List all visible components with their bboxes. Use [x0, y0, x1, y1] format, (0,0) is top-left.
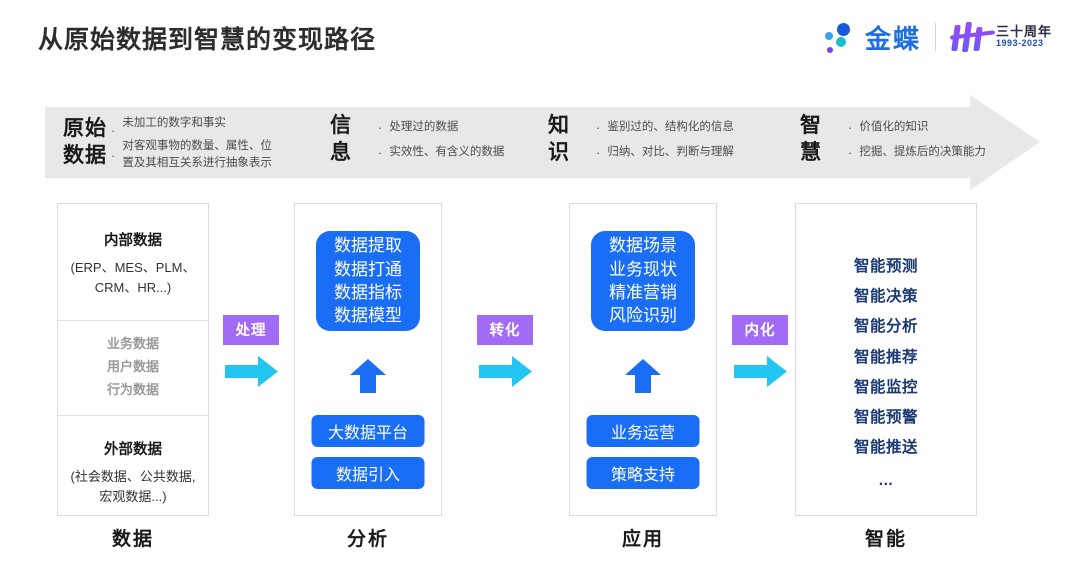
segment-bullet-text: 价值化的知识	[859, 121, 929, 134]
column-intelligence: 智能预测 智能决策 智能分析 智能推荐 智能监控 智能预警 智能推送 ...	[795, 203, 977, 516]
application-strategy-pill[interactable]: 策略支持	[586, 457, 700, 489]
internal-data-sub-line2: CRM、HR...)	[94, 280, 172, 296]
application-capability-box: 数据场景 业务现状 精准营销 风险识别	[591, 231, 695, 331]
connector-label: 处理	[223, 315, 279, 345]
data-type-list: 业务数据 用户数据 行为数据	[58, 320, 208, 416]
banner-segment-information: 信 息 · · 处理过的数据 实效性、有含义的数据	[330, 113, 504, 167]
segment-bullet-text: 对客观事物的数量、属性、位	[122, 140, 272, 152]
segment-title-line2: 息	[330, 140, 352, 164]
logo-divider	[934, 23, 936, 51]
column-footer-application: 应用	[621, 529, 664, 550]
anniversary-label: 三十周年	[995, 24, 1052, 40]
external-data-sub-line2: 宏观数据...)	[99, 488, 167, 504]
application-capability-item: 业务现状	[609, 259, 677, 279]
internal-data-block: 内部数据 (ERP、MES、PLM、 CRM、HR...)	[58, 204, 208, 320]
segment-bullet-text: 置及其相互关系进行抽象表示	[122, 157, 272, 169]
intelligence-ellipsis: ...	[878, 471, 894, 489]
banner-segment-raw-data: 原始 数据 · · 未加工的数字和事实 对客观事物的数量、属性、位 置及其相互关…	[63, 113, 272, 172]
bullet-marker: ·	[111, 123, 116, 138]
bullet-marker: ·	[378, 120, 383, 136]
anniversary-mark-icon	[949, 21, 996, 53]
intelligence-item: 智能预测	[853, 258, 918, 275]
intelligence-item: 智能预警	[853, 409, 918, 427]
logo-dots-icon	[821, 20, 855, 54]
data-type-item: 业务数据	[106, 336, 159, 352]
application-capability-item: 精准营销	[609, 283, 677, 302]
analysis-capability-item: 数据指标	[334, 283, 402, 302]
external-data-heading: 外部数据	[104, 441, 162, 458]
intelligence-item: 智能分析	[853, 318, 918, 336]
kingdee-logo: 金蝶 三十周年 1993-2023	[821, 20, 1052, 54]
bullet-marker: ·	[596, 145, 601, 161]
bullet-marker: ·	[596, 120, 601, 136]
bullet-marker: ·	[848, 145, 853, 161]
column-data: 内部数据 (ERP、MES、PLM、 CRM、HR...) 业务数据 用户数据 …	[57, 203, 209, 516]
internal-data-heading: 内部数据	[104, 233, 162, 249]
segment-bullet-text: 实效性、有含义的数据	[389, 146, 505, 159]
segment-title-line1: 信	[330, 114, 352, 137]
right-arrow-icon	[218, 356, 284, 387]
dikw-arrow-banner: 原始 数据 · · 未加工的数字和事实 对客观事物的数量、属性、位 置及其相互关…	[45, 95, 1040, 190]
segment-title-line1: 智	[800, 114, 822, 137]
column-footer-intelligence: 智能	[864, 529, 907, 550]
segment-title-line1: 知	[548, 114, 570, 137]
right-arrow-icon	[727, 356, 793, 387]
intelligence-item: 智能推荐	[853, 348, 918, 366]
anniversary-years: 1993-2023	[995, 38, 1044, 49]
column-application: 数据场景 业务现状 精准营销 风险识别 业务运营 策略支持	[569, 203, 717, 516]
column-analysis: 数据提取 数据打通 数据指标 数据模型 大数据平台 数据引入	[294, 203, 442, 516]
anniversary-badge: 三十周年 1993-2023	[949, 21, 1052, 53]
page-title: 从原始数据到智慧的变现路径	[38, 26, 377, 54]
segment-bullet-text: 处理过的数据	[389, 121, 459, 134]
segment-bullet-text: 鉴别过的、结构化的信息	[607, 121, 734, 134]
analysis-platform-pill[interactable]: 大数据平台	[311, 415, 425, 447]
analysis-capability-item: 数据提取	[334, 236, 402, 256]
banner-segment-knowledge: 知 识 · · 鉴别过的、结构化的信息 归纳、对比、判断与理解	[548, 113, 734, 167]
column-footer-data: 数据	[111, 529, 154, 550]
banner-segment-wisdom: 智 慧 · · 价值化的知识 挖掘、提炼后的决策能力	[800, 113, 986, 167]
up-arrow-icon	[350, 359, 386, 393]
right-arrow-icon	[472, 356, 538, 387]
data-type-item: 用户数据	[106, 359, 159, 375]
bullet-marker: ·	[848, 120, 853, 136]
connector-process: 处理	[218, 315, 284, 387]
connector-transform: 转化	[472, 315, 538, 387]
segment-title-line2: 慧	[800, 140, 822, 164]
segment-title-line1: 原始	[63, 116, 107, 140]
segment-title-line2: 数据	[63, 143, 107, 167]
application-operations-pill[interactable]: 业务运营	[586, 415, 700, 447]
analysis-capability-item: 数据模型	[334, 306, 402, 326]
analysis-capability-box: 数据提取 数据打通 数据指标 数据模型	[316, 231, 420, 331]
connector-label: 内化	[732, 315, 788, 345]
connector-internalize: 内化	[727, 315, 793, 387]
application-capability-item: 风险识别	[609, 306, 677, 326]
up-arrow-icon	[625, 359, 661, 393]
intelligence-item: 智能监控	[853, 378, 918, 396]
external-data-block: 外部数据 (社会数据、公共数据, 宏观数据...)	[58, 416, 208, 507]
connector-label: 转化	[477, 315, 533, 345]
brand-name: 金蝶	[864, 23, 921, 54]
application-capability-item: 数据场景	[609, 236, 677, 256]
external-data-sub-line1: (社会数据、公共数据,	[70, 468, 196, 484]
intelligence-item: 智能推送	[853, 439, 918, 457]
internal-data-sub-line1: (ERP、MES、PLM、	[70, 260, 196, 275]
analysis-ingest-pill[interactable]: 数据引入	[311, 457, 425, 489]
segment-bullet-text: 挖掘、提炼后的决策能力	[859, 146, 986, 159]
bullet-marker: ·	[111, 148, 116, 163]
column-footer-analysis: 分析	[346, 529, 389, 550]
intelligence-capability-list: 智能预测 智能决策 智能分析 智能推荐 智能监控 智能预警 智能推送 ...	[796, 204, 976, 496]
segment-bullet-text: 归纳、对比、判断与理解	[607, 146, 734, 159]
segment-bullet-text: 未加工的数字和事实	[122, 117, 226, 129]
data-type-item: 行为数据	[106, 381, 159, 397]
intelligence-item: 智能决策	[853, 288, 918, 306]
segment-title-line2: 识	[548, 140, 570, 164]
bullet-marker: ·	[378, 145, 383, 161]
analysis-capability-item: 数据打通	[334, 259, 402, 279]
